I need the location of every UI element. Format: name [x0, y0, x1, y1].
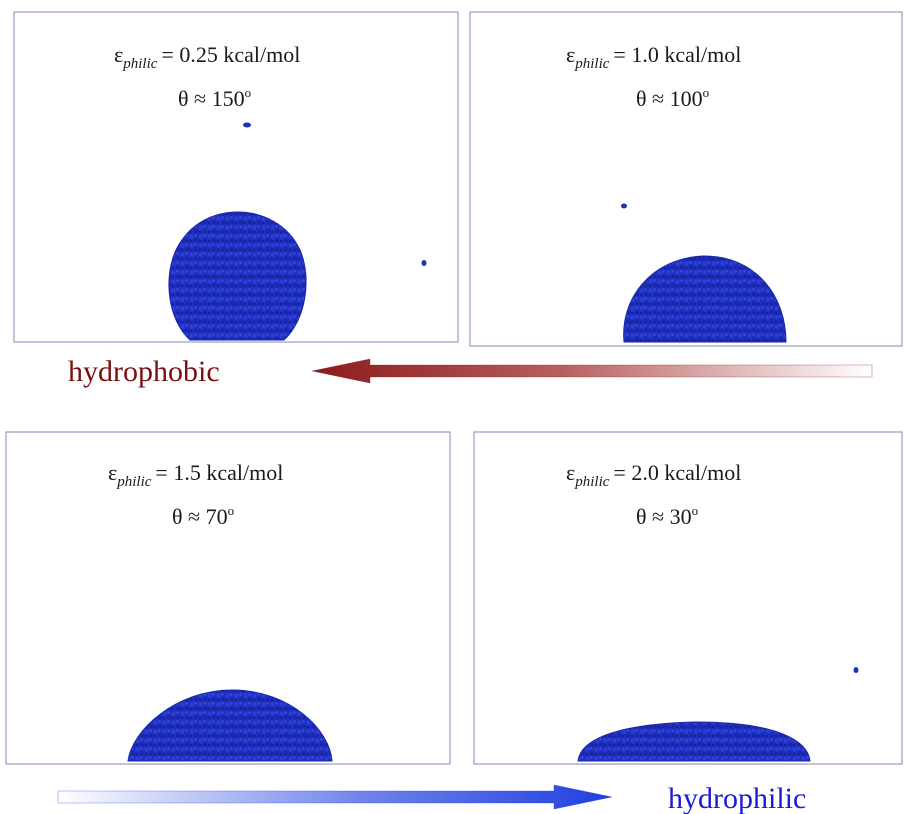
panel-eps-2-0: εphilic= 2.0 kcal/mol θ ≈ 30o	[473, 431, 903, 765]
vapor-molecule	[853, 667, 859, 673]
epsilon-label: εphilic= 1.5 kcal/mol	[108, 460, 283, 490]
vapor-molecule	[621, 203, 627, 209]
panel-frame	[473, 431, 903, 765]
panel-eps-1-0: εphilic= 1.0 kcal/mol θ ≈ 100o	[469, 11, 903, 347]
droplet	[168, 211, 307, 341]
arrow-hydrophilic	[57, 784, 613, 810]
contact-angle-label: θ ≈ 100o	[636, 85, 709, 111]
hydrophobic-label: hydrophobic	[68, 355, 220, 388]
droplet	[623, 255, 787, 343]
hydrophilic-label: hydrophilic	[668, 782, 806, 814]
droplet	[577, 721, 811, 762]
epsilon-label: εphilic= 1.0 kcal/mol	[566, 42, 741, 72]
vapor-molecule	[421, 260, 427, 266]
epsilon-label: εphilic= 0.25 kcal/mol	[114, 42, 300, 72]
vapor-molecule	[243, 122, 251, 128]
epsilon-label: εphilic= 2.0 kcal/mol	[566, 460, 741, 490]
contact-angle-label: θ ≈ 70o	[172, 503, 234, 529]
panel-eps-1-5: εphilic= 1.5 kcal/mol θ ≈ 70o	[5, 431, 451, 765]
panel-eps-0-25: εphilic= 0.25 kcal/mol θ ≈ 150o	[13, 11, 459, 343]
contact-angle-label: θ ≈ 150o	[178, 85, 251, 111]
arrow-hydrophobic	[311, 358, 873, 384]
droplet	[127, 689, 333, 762]
contact-angle-label: θ ≈ 30o	[636, 503, 698, 529]
